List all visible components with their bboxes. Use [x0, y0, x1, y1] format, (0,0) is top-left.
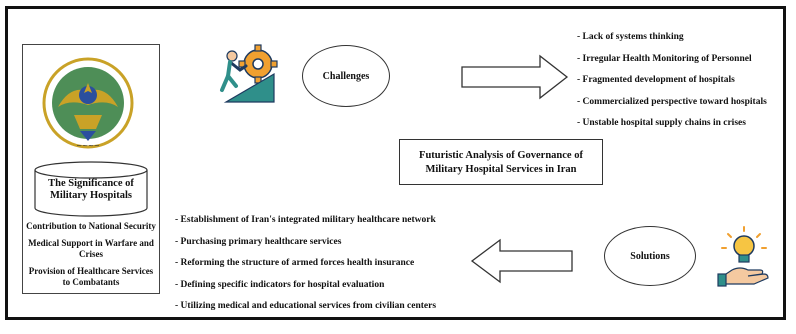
solution-item: - Purchasing primary healthcare services [175, 236, 342, 247]
svg-text:~~~~: ~~~~ [76, 142, 100, 150]
diagram-frame [5, 6, 786, 320]
solutions-label: Solutions [630, 250, 670, 262]
challenge-item: - Fragmented development of hospitals [577, 75, 735, 85]
challenge-item: - Lack of systems thinking [577, 32, 684, 42]
central-topic-line1: Futuristic Analysis of Governance of [419, 150, 583, 161]
lightbulb-hand-icon [717, 226, 769, 287]
challenges-list: - Lack of systems thinking - Irregular H… [577, 27, 767, 135]
significance-title: The Significance of Military Hospitals [48, 178, 134, 201]
solutions-node: Solutions [604, 226, 696, 286]
challenge-item: - Commercialized perspective toward hosp… [577, 96, 767, 107]
significance-item-medical-support: Medical Support in Warfare and Crises [28, 238, 154, 259]
significance-item-security: Contribution to National Security [26, 221, 156, 231]
significance-panel [22, 44, 160, 294]
significance-cylinder [34, 161, 148, 217]
solution-item: - Defining specific indicators for hospi… [175, 279, 385, 290]
person-pushing-gear-icon [220, 44, 278, 103]
significance-item-healthcare-provision: Provision of Healthcare Services to Comb… [28, 266, 154, 287]
challenges-label: Challenges [322, 70, 370, 82]
left-arrow [470, 238, 573, 284]
challenges-node: Challenges [302, 45, 390, 107]
solution-item: - Utilizing medical and educational serv… [175, 301, 437, 311]
right-arrow [461, 54, 569, 100]
central-topic-box: Futuristic Analysis of Governance of Mil… [399, 139, 603, 185]
solution-item: - Reforming the structure of armed force… [175, 258, 415, 268]
solutions-list: - Establishment of Iran's integrated mil… [175, 210, 436, 318]
challenge-item: - Unstable hospital supply chains in cri… [577, 118, 746, 128]
central-topic-line2: Military Hospital Services in Iran [425, 164, 577, 175]
military-emblem-icon: ~~~~ [42, 57, 134, 150]
challenge-item: - Irregular Health Monitoring of Personn… [577, 53, 752, 64]
solution-item: - Establishment of Iran's integrated mil… [175, 215, 436, 225]
